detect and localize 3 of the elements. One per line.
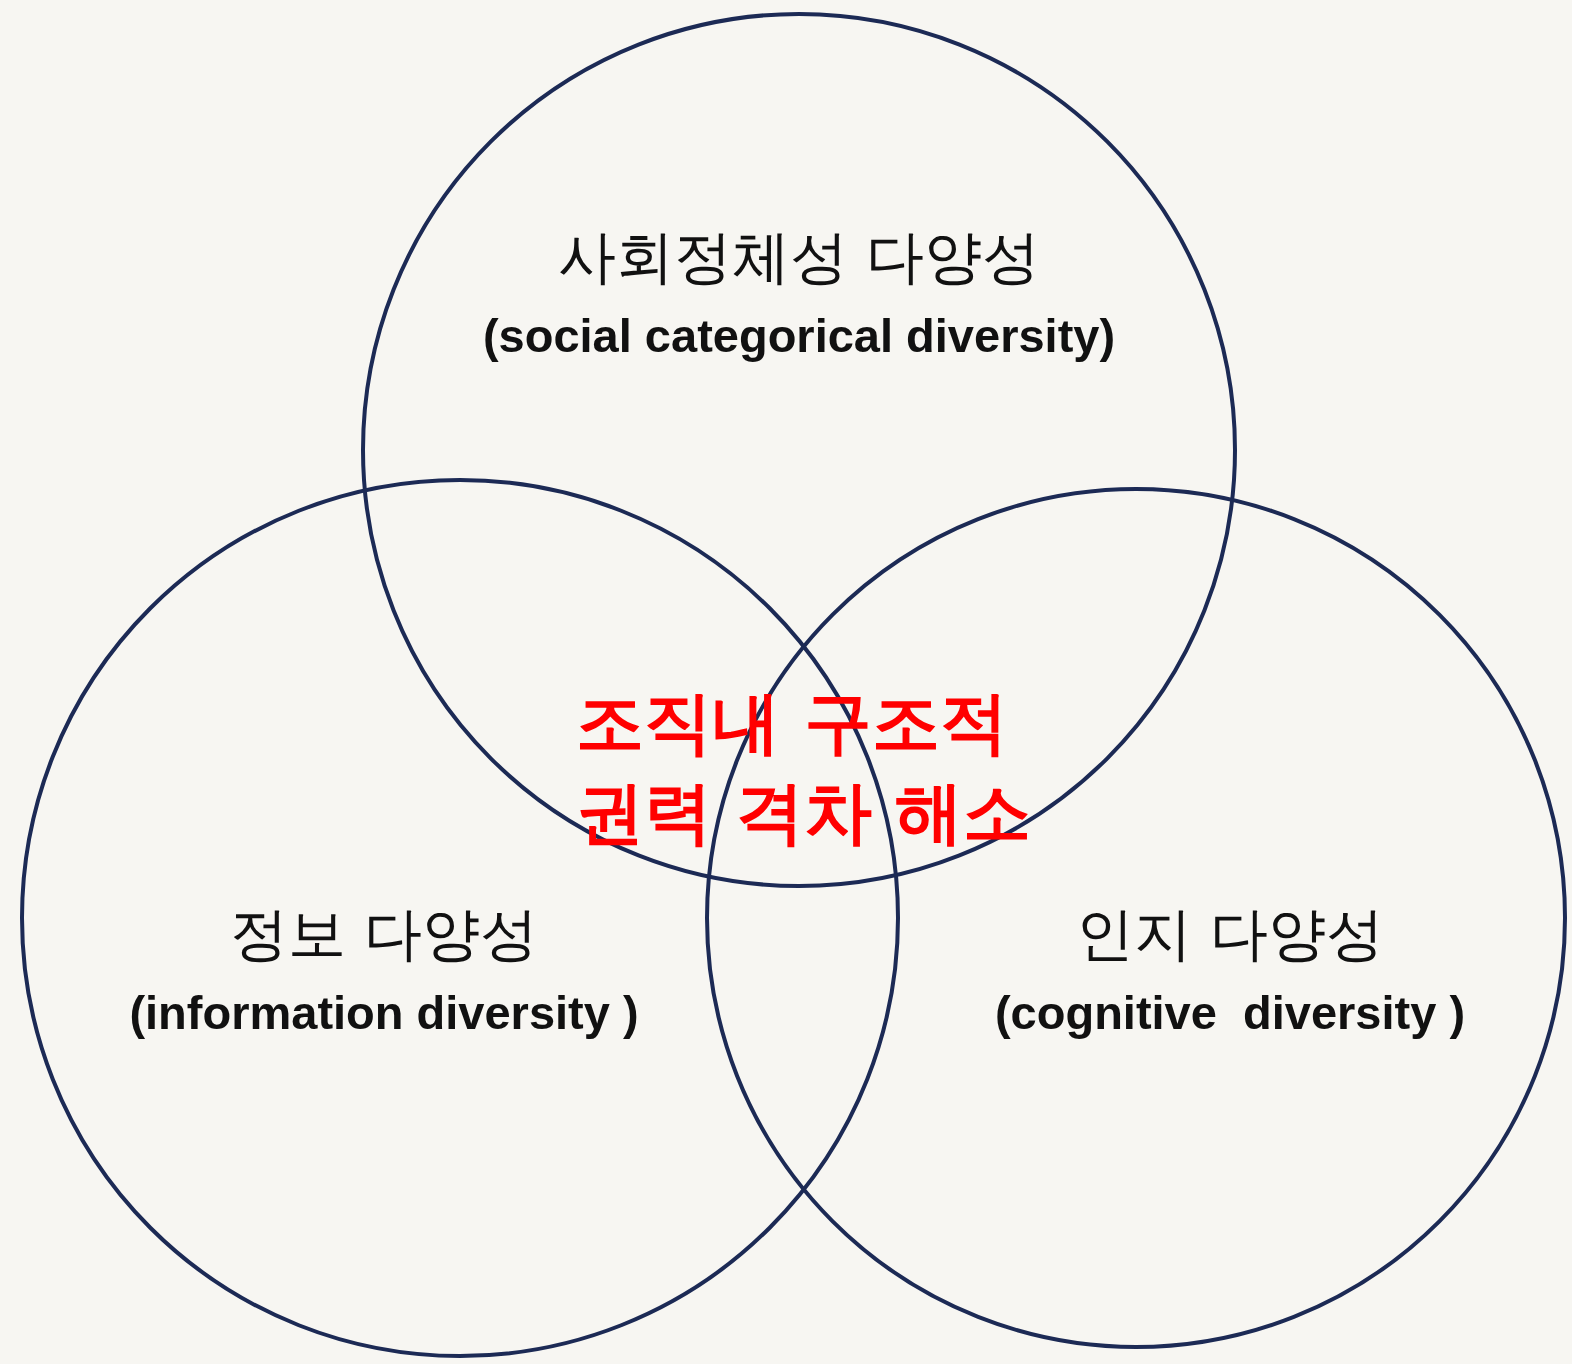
circle-title: 정보 다양성 [229, 905, 539, 963]
circle-title: 사회정체성 다양성 [557, 228, 1041, 286]
circle-title: 인지 다양성 [1075, 905, 1385, 963]
